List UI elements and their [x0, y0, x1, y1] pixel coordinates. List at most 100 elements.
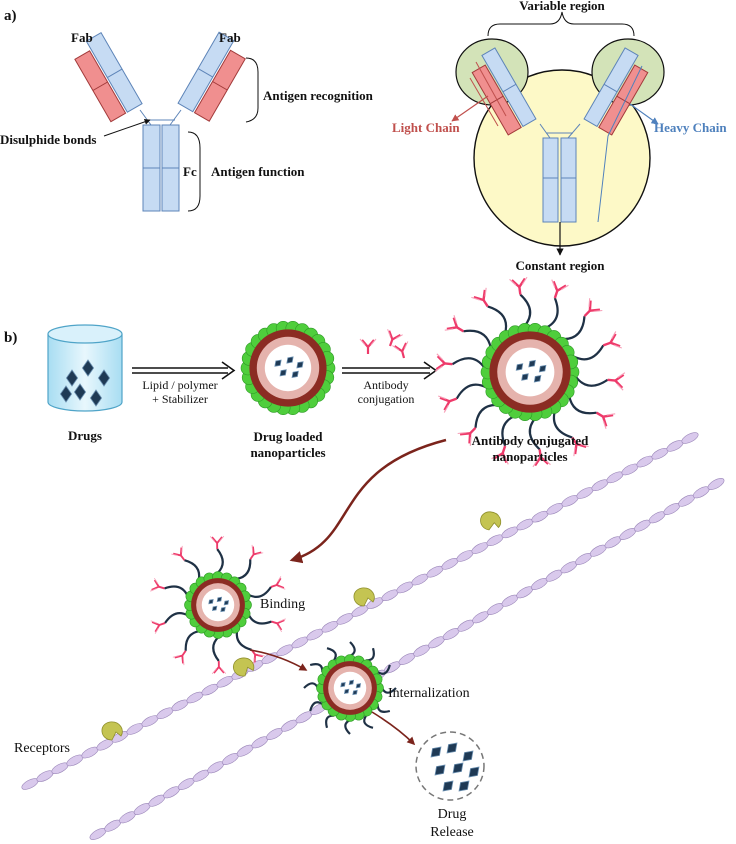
jar-drug-crystals — [59, 359, 111, 407]
peg-tether — [363, 715, 374, 729]
antibody-arm-outline — [150, 588, 157, 592]
receptor-shape — [480, 511, 502, 531]
antibody-structure-left — [74, 31, 259, 212]
drug-crystal-shape — [528, 359, 536, 368]
conjugated-antibody — [171, 545, 186, 561]
free-antibody — [392, 341, 409, 359]
drug-crystal — [223, 600, 230, 606]
drug-crystal-shape — [286, 356, 294, 364]
drug-crystal — [452, 762, 464, 774]
drug-jar — [47, 324, 123, 412]
peg-tether — [325, 714, 335, 729]
drug-crystal-shape — [220, 606, 226, 613]
antibody-stem — [482, 299, 489, 308]
drug-crystal — [291, 370, 299, 379]
drug-crystal — [458, 780, 470, 792]
disulphide-pointer-arrow — [103, 118, 151, 137]
antibody-arm — [436, 355, 446, 365]
drug-crystal-shape — [81, 359, 95, 377]
drug-crystal-shape — [434, 764, 446, 776]
hinge-line — [567, 123, 581, 139]
peg-tether — [376, 703, 391, 713]
conjugated-antibody — [434, 353, 453, 372]
drug-crystal — [59, 385, 73, 403]
antigen-function-bracket — [187, 131, 201, 212]
nanoparticle-core — [264, 344, 312, 392]
antibody-arm-outline — [551, 279, 556, 288]
antibody-arm-outline — [392, 345, 400, 351]
antibody-arm-outline — [437, 395, 447, 400]
receptor — [233, 657, 255, 677]
antibody-arm-outline — [469, 437, 472, 446]
panel-b: b) Drugs Lipid / polymer + Stabilizer Dr… — [4, 276, 725, 840]
release-arrow — [371, 711, 416, 746]
drug-crystal-shape — [208, 598, 214, 605]
antibody-arm — [151, 585, 160, 591]
conjugated-antibody — [471, 287, 489, 308]
antibody-arm — [588, 300, 592, 311]
drug-crystal-shape — [97, 369, 111, 387]
antibody-arm-outline — [277, 626, 283, 633]
peg-tether — [216, 548, 224, 574]
fab-domain-divider — [502, 83, 517, 93]
conjugated-antibody — [509, 276, 528, 295]
step1-label-line2: + Stabilizer — [152, 392, 208, 406]
antibody-arm — [468, 433, 472, 444]
peg-tether — [572, 344, 605, 361]
antibody-arm-outline — [181, 545, 183, 553]
drug-crystal — [343, 688, 350, 695]
antibody-arm — [614, 373, 625, 382]
membrane-lipid — [707, 478, 725, 490]
antibody-stem — [388, 339, 394, 347]
antibody-stem — [271, 620, 278, 625]
antibody-arm-outline — [509, 278, 517, 286]
antibody-arm — [493, 452, 504, 460]
peg-tether — [303, 682, 319, 689]
panel-a: a) — [0, 0, 727, 273]
light-chain-arrow — [451, 95, 489, 122]
antibody-arm-outline — [209, 536, 215, 542]
antibody-arm-outline — [219, 535, 225, 542]
antibody-stem — [181, 650, 187, 657]
drug-crystal — [533, 374, 542, 383]
hinge-line — [169, 109, 182, 126]
antibody-arm — [367, 339, 375, 348]
antibody-stem — [449, 397, 458, 403]
antibody-arm — [443, 400, 451, 411]
antibody-arm — [275, 577, 282, 586]
peg-tether — [349, 641, 356, 657]
jar-top — [47, 324, 123, 344]
hinge-line — [539, 123, 551, 139]
step1-label-line1: Lipid / polymer — [142, 378, 217, 392]
antibody-arm-outline — [613, 344, 623, 349]
antibody-arm-outline — [580, 443, 589, 448]
antibody-arm-outline — [588, 298, 591, 307]
peg-tether — [164, 612, 189, 624]
antibody-stem — [249, 553, 255, 560]
fab-arm-right — [583, 47, 649, 136]
drug-crystal-shape — [458, 780, 470, 792]
receptor — [101, 721, 123, 741]
fab-domain-divider — [197, 68, 214, 78]
receptors-label: Receptors — [14, 741, 70, 756]
antibody-stem — [518, 286, 522, 295]
receptors-group — [101, 511, 502, 741]
antibody-arm — [610, 341, 621, 348]
antibody-arm-outline — [277, 576, 282, 583]
antibody-stem — [553, 290, 559, 299]
drug-crystal — [430, 746, 442, 758]
nanoparticle-core — [333, 671, 367, 705]
release-label-line2: Release — [430, 825, 474, 840]
antibody-stem — [456, 326, 465, 333]
drug-crystal — [81, 359, 95, 377]
antibody-arm — [552, 280, 559, 292]
conjugated-antibody — [444, 315, 465, 333]
constant-heavy-chain-left — [542, 137, 559, 223]
antibody-arm-outline — [251, 544, 254, 552]
drug-crystal-shape — [462, 750, 474, 762]
antibody-arm — [173, 552, 182, 557]
delivery-curve-arrow — [289, 438, 447, 564]
peg-tether — [212, 636, 220, 662]
jar-body — [47, 334, 123, 412]
